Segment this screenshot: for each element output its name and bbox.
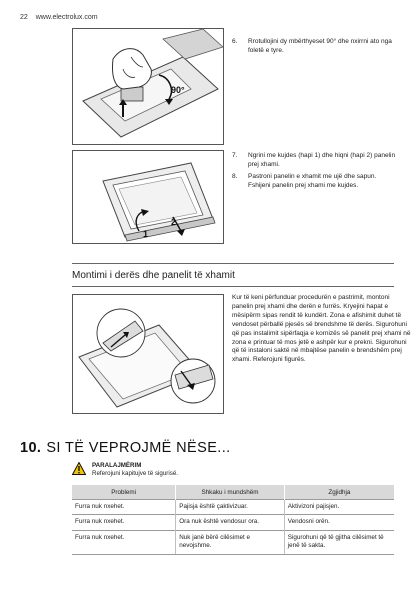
step-number: 8. xyxy=(232,173,238,180)
illustration-clamp-rotation: 90° xyxy=(72,28,224,145)
page-header: 22 www.electrolux.com xyxy=(20,14,98,21)
glass-install-drawing xyxy=(78,308,216,408)
cell-solution: Sigurohuni që të gjitha cilësimet të jen… xyxy=(283,529,394,555)
cell-problem: Furra nuk nxehet. xyxy=(72,514,176,531)
warning-triangle-icon xyxy=(71,461,87,475)
website-link[interactable]: www.electrolux.com xyxy=(35,14,98,21)
step-number: 7. xyxy=(232,152,238,159)
column-header-problem: Problemi xyxy=(72,485,176,500)
section-number: 10. xyxy=(20,440,42,456)
warning-block: PARALAJMËRIM Referojuni kapitujve të sig… xyxy=(92,462,178,477)
warning-title: PARALAJMËRIM xyxy=(92,462,142,469)
table-row: Furra nuk nxehet. Pajisja është çaktiviz… xyxy=(72,498,394,515)
subsection-rule-top xyxy=(72,263,394,264)
column-header-solution: Zgjidhja xyxy=(283,485,394,500)
column-header-cause: Shkaku i mundshëm xyxy=(175,485,285,500)
step1-label: 1 xyxy=(143,229,148,239)
table-header-row: Problemi Shkaku i mundshëm Zgjidhja xyxy=(72,485,394,500)
subsection-rule-bottom xyxy=(72,286,394,287)
assembly-instructions: Kur të keni përfunduar procedurën e past… xyxy=(232,294,411,364)
subsection-title: Montimi i derës dhe panelit të xhamit xyxy=(72,270,235,281)
step-text: Pastroni panelin e xhamit me ujë dhe sap… xyxy=(248,173,377,189)
table-row: Furra nuk nxehet. Nuk janë bërë cilësime… xyxy=(72,529,394,555)
clamp-rotation-drawing: 90° xyxy=(82,29,223,138)
cell-cause: Ora nuk është vendosur ora. xyxy=(175,514,285,531)
step2-label: 2 xyxy=(171,217,176,227)
cell-problem: Furra nuk nxehet. xyxy=(72,529,176,555)
cell-problem: Furra nuk nxehet. xyxy=(72,498,176,515)
illustration-glass-install xyxy=(72,294,224,414)
glass-removal-drawing: 1 2 xyxy=(102,162,216,242)
page-number: 22 xyxy=(20,14,28,21)
angle-label: 90° xyxy=(171,85,185,95)
step-number: 6. xyxy=(232,38,238,45)
warning-text: Referojuni kapitujve të sigurisë. xyxy=(92,470,178,477)
cell-solution: Aktivizoni pajisjen. xyxy=(283,498,394,515)
illustration-glass-removal: 1 2 xyxy=(72,150,224,244)
cell-cause: Pajisja është çaktivizuar. xyxy=(175,498,285,515)
step-text: Ngrini me kujdes (hapi 1) dhe hiqni (hap… xyxy=(248,152,396,168)
table-row: Furra nuk nxehet. Ora nuk është vendosur… xyxy=(72,514,394,531)
step-text: Rrotullojini dy mbërthyeset 90° dhe nxir… xyxy=(248,38,392,54)
section-heading: 10.SI TË VEPROJMË NËSE... xyxy=(20,440,231,456)
troubleshooting-table: Problemi Shkaku i mundshëm Zgjidhja Furr… xyxy=(72,485,394,555)
cell-cause: Nuk janë bërë cilësimet e nevojshme. xyxy=(175,529,285,555)
section-title: SI TË VEPROJMË NËSE... xyxy=(46,440,231,456)
cell-solution: Vendosni orën. xyxy=(283,514,394,531)
